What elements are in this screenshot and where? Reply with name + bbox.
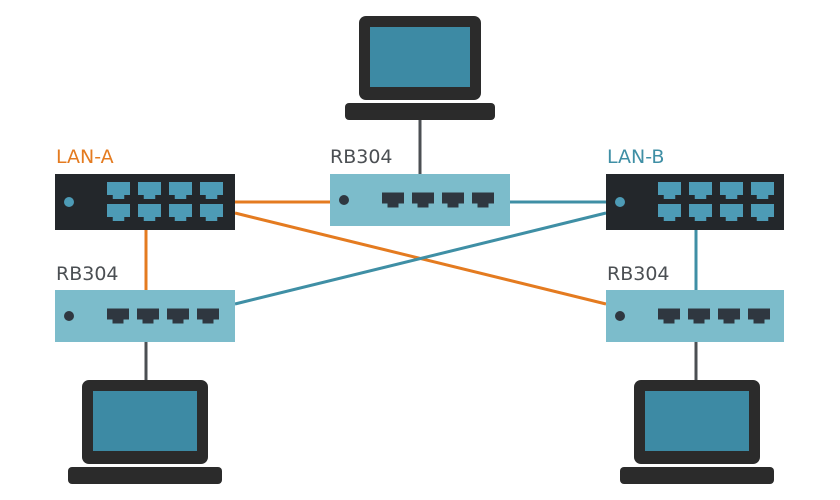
device-port xyxy=(197,308,219,324)
switch-port xyxy=(689,182,712,199)
switch-led xyxy=(615,197,625,207)
device-port xyxy=(658,308,680,324)
switch-port xyxy=(720,204,743,221)
device-right xyxy=(606,290,784,342)
laptop-right-laptop-icon xyxy=(620,380,774,484)
switch-port xyxy=(658,182,681,199)
device-port xyxy=(107,308,129,324)
switch-label-lan-b: LAN-B xyxy=(607,146,664,168)
switch-lan-b xyxy=(606,174,784,230)
device-top xyxy=(330,174,510,226)
device-port xyxy=(412,192,434,208)
device-port xyxy=(167,308,189,324)
laptop-left-laptop-icon xyxy=(68,380,222,484)
laptop-base xyxy=(345,103,495,120)
device-port xyxy=(748,308,770,324)
switch-port xyxy=(169,182,192,199)
switch-port xyxy=(200,204,223,221)
device-led xyxy=(339,195,349,205)
laptop-base xyxy=(68,467,222,484)
switch-port xyxy=(751,182,774,199)
switch-port xyxy=(138,182,161,199)
switch-port xyxy=(107,182,130,199)
device-port xyxy=(688,308,710,324)
device-port xyxy=(472,192,494,208)
switch-led xyxy=(64,197,74,207)
device-left xyxy=(55,290,235,342)
device-label-left: RB304 xyxy=(56,263,119,285)
switch-port xyxy=(720,182,743,199)
switch-lan-a xyxy=(55,174,235,230)
laptop-screen xyxy=(93,391,197,451)
laptop-screen xyxy=(370,27,470,87)
device-port xyxy=(442,192,464,208)
switch-port xyxy=(689,204,712,221)
device-label-right: RB304 xyxy=(607,263,670,285)
switch-port xyxy=(138,204,161,221)
device-led xyxy=(615,311,625,321)
device-port xyxy=(718,308,740,324)
laptop-base xyxy=(620,467,774,484)
laptops-layer xyxy=(68,16,774,484)
device-led xyxy=(64,311,74,321)
device-label-top: RB304 xyxy=(330,146,393,168)
devices-layer xyxy=(55,174,784,342)
switch-port xyxy=(751,204,774,221)
device-port xyxy=(382,192,404,208)
switch-port xyxy=(107,204,130,221)
laptop-screen xyxy=(645,391,749,451)
switches-layer xyxy=(55,174,784,230)
laptop-top-laptop-icon xyxy=(345,16,495,120)
device-port xyxy=(137,308,159,324)
links-layer xyxy=(144,120,698,380)
switch-port xyxy=(658,204,681,221)
switch-port xyxy=(200,182,223,199)
switch-label-lan-a: LAN-A xyxy=(56,146,114,168)
switch-port xyxy=(169,204,192,221)
link-switch-lan-b-to-device-left xyxy=(234,211,607,306)
